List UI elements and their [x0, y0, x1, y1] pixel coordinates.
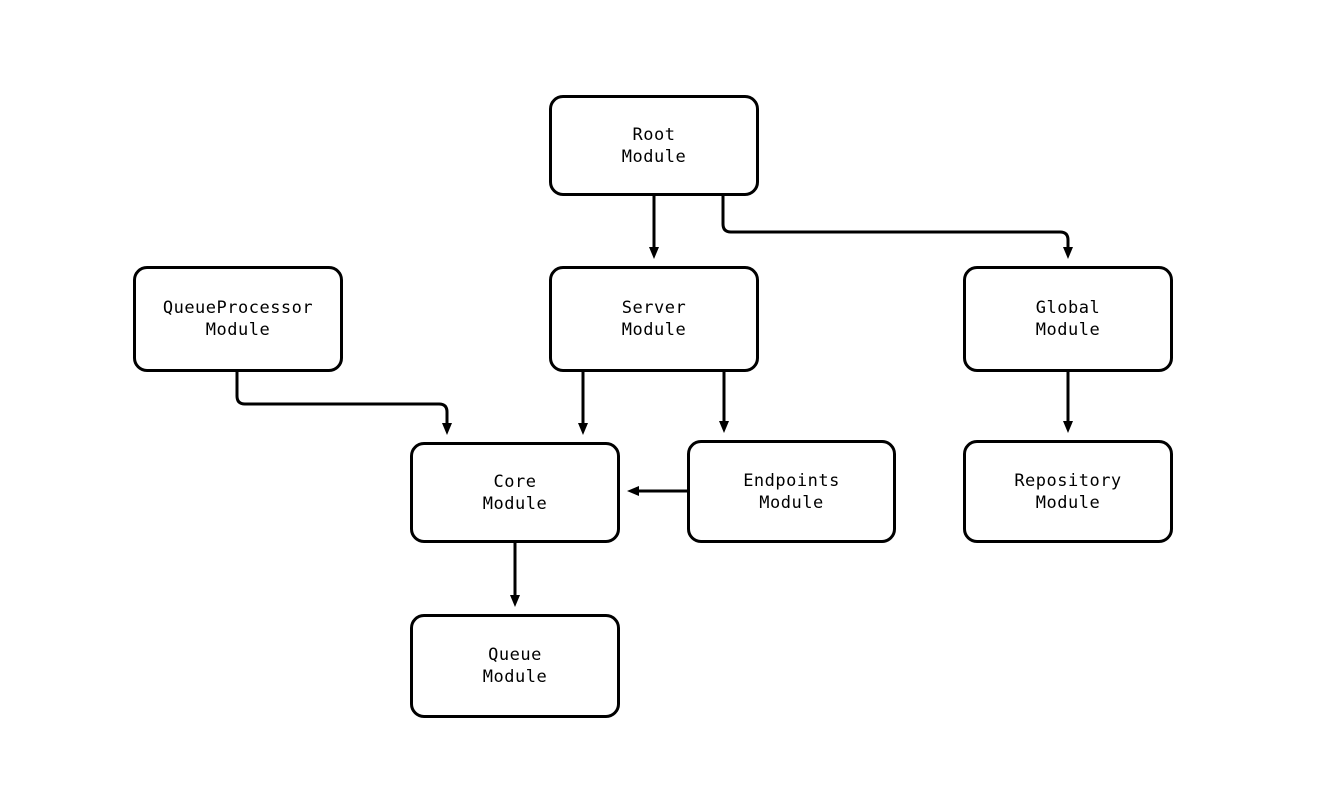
node-global-line1: Global	[1035, 298, 1101, 318]
node-global-line2: Module	[1035, 320, 1101, 340]
node-root-line1: Root	[632, 124, 676, 145]
node-queue-line2: Module	[482, 667, 548, 687]
node-root[interactable]: Root Module	[549, 95, 759, 196]
node-root-line2: Module	[621, 146, 687, 167]
node-global[interactable]: Global Module	[963, 266, 1173, 372]
node-queue-line1: Queue	[488, 645, 542, 665]
edge-queueprocessor-to-core	[235, 372, 452, 435]
node-endpoints[interactable]: Endpoints Module	[687, 440, 896, 543]
node-repository-line2: Module	[1035, 492, 1101, 513]
node-core[interactable]: Core Module	[410, 442, 620, 543]
node-server[interactable]: Server Module	[549, 266, 759, 372]
node-core-line1: Core	[493, 471, 537, 492]
node-queueprocessor[interactable]: QueueProcessor Module	[133, 266, 343, 372]
node-repository[interactable]: Repository Module	[963, 440, 1173, 543]
node-queueprocessor-line2: Module	[205, 320, 271, 340]
node-server-line1: Server	[621, 298, 687, 318]
node-endpoints-line2: Module	[759, 492, 824, 513]
edge-root-to-global	[721, 196, 1073, 259]
node-server-line2: Module	[621, 320, 687, 340]
node-repository-line1: Repository	[1014, 470, 1122, 491]
node-core-line2: Module	[482, 493, 548, 514]
node-queueprocessor-line1: QueueProcessor	[162, 298, 314, 318]
node-endpoints-line1: Endpoints	[743, 470, 840, 491]
node-queue[interactable]: Queue Module	[410, 614, 620, 718]
